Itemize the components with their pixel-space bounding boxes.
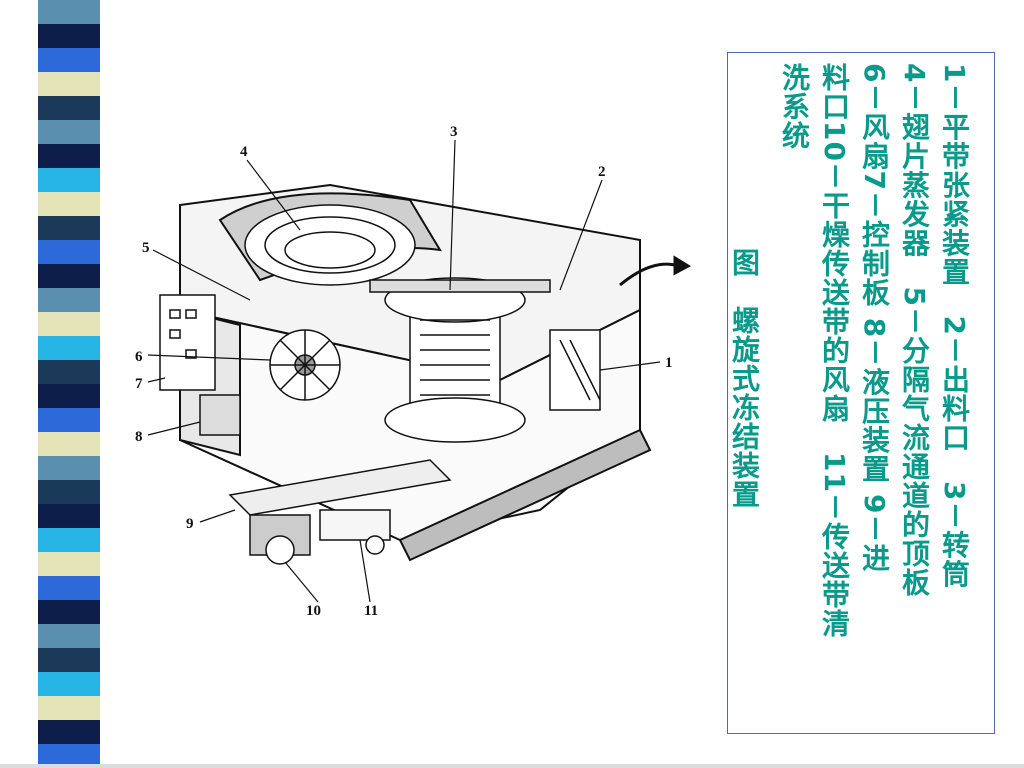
stripe-segment [38, 432, 100, 456]
control-panel [159, 294, 216, 391]
hydraulic-unit [199, 394, 241, 436]
label-1: 1 [665, 355, 673, 371]
decorative-stripe-bar [38, 0, 100, 768]
stripe-segment [38, 264, 100, 288]
caption-column-3: 6－风扇7－控制板 8－液压装置 9－进 [858, 63, 891, 573]
bottom-rule [0, 764, 1024, 768]
label-8: 8 [135, 429, 143, 445]
stripe-segment [38, 504, 100, 528]
label-5: 5 [142, 240, 150, 256]
stripe-segment [38, 624, 100, 648]
label-3: 3 [450, 124, 458, 140]
stripe-segment [38, 144, 100, 168]
stripe-segment [38, 576, 100, 600]
stripe-segment [38, 408, 100, 432]
stripe-segment [38, 192, 100, 216]
figure-title: 图 螺旋式冻结装置 [728, 248, 761, 509]
stripe-segment [38, 696, 100, 720]
stripe-segment [38, 528, 100, 552]
stripe-segment [38, 216, 100, 240]
caption-column-1: 1－平带张紧装置 2－出料口 3－转筒 [938, 63, 971, 589]
label-10: 10 [306, 603, 321, 619]
stripe-segment [38, 336, 100, 360]
stripe-segment [38, 0, 100, 24]
rotating-drum [369, 277, 551, 443]
stripe-segment [38, 600, 100, 624]
stripe-segment [38, 552, 100, 576]
stripe-segment [38, 120, 100, 144]
stripe-segment [38, 480, 100, 504]
infeed-conveyor [228, 459, 452, 565]
caption-column-2: 4－翅片蒸发器 5－分隔气流通道的顶板 [898, 63, 931, 597]
label-9: 9 [186, 516, 194, 532]
label-11: 11 [364, 603, 378, 619]
stripe-segment [38, 672, 100, 696]
stripe-segment [38, 48, 100, 72]
stripe-segment [38, 288, 100, 312]
stripe-segment [38, 360, 100, 384]
belt-tensioner [549, 329, 601, 411]
stripe-segment [38, 720, 100, 744]
caption-box: 1－平带张紧装置 2－出料口 3－转筒 4－翅片蒸发器 5－分隔气流通道的顶板 … [727, 52, 995, 734]
stripe-segment [38, 24, 100, 48]
label-4: 4 [240, 144, 248, 160]
stripe-segment [38, 240, 100, 264]
leader-lines [147, 139, 661, 603]
caption-column-5: 洗系统 [778, 63, 811, 150]
stripe-segment [38, 384, 100, 408]
stripe-segment [38, 312, 100, 336]
stripe-segment [38, 96, 100, 120]
label-7: 7 [135, 376, 143, 392]
stripe-segment [38, 456, 100, 480]
label-2: 2 [598, 164, 606, 180]
label-6: 6 [135, 349, 143, 365]
fan [269, 329, 341, 401]
spiral-freezer-diagram: 4 3 2 5 6 7 8 1 9 10 11 [135, 124, 692, 619]
fin-evaporator [244, 204, 416, 286]
stripe-segment [38, 648, 100, 672]
outlet-arrow [619, 255, 692, 287]
stripe-segment [38, 72, 100, 96]
stripe-segment [38, 168, 100, 192]
caption-column-4: 料口10－干燥传送带的风扇 11－传送带清 [818, 63, 851, 638]
